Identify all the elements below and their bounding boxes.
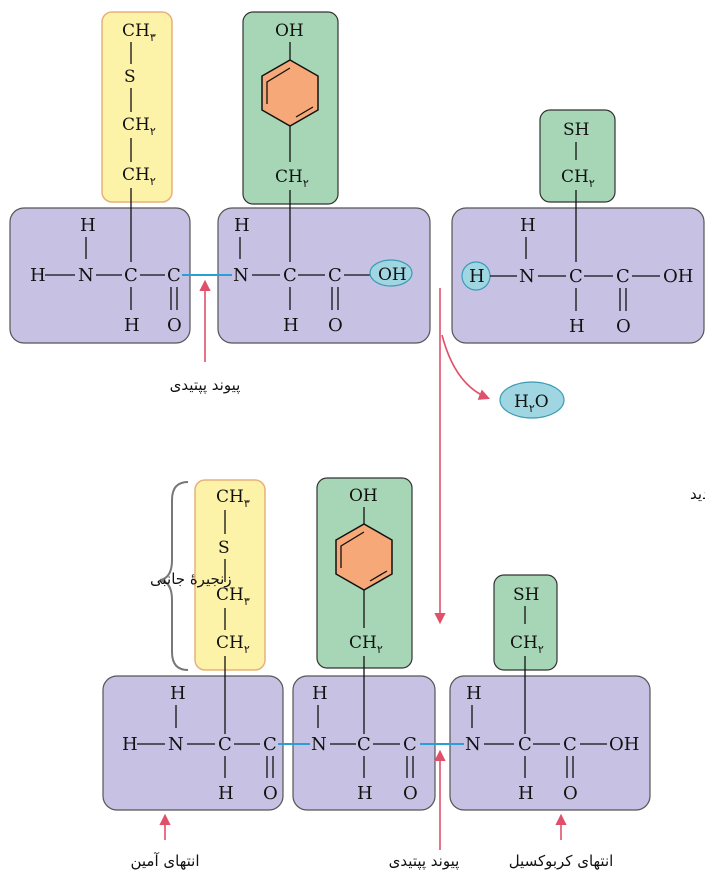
svg-text:C: C <box>167 265 181 286</box>
svg-text:CH۲: CH۲ <box>561 167 595 190</box>
water-label: H۲O <box>514 392 549 415</box>
removed-oh-label: OH <box>378 265 407 285</box>
svg-text:H: H <box>80 215 96 236</box>
peptide-bond-label-top: پیوند پپتیدی <box>170 376 241 395</box>
backbone-2-top: H N C H C O <box>233 215 370 336</box>
svg-text:O: O <box>167 315 182 336</box>
cysteine-side-chain-box <box>539 109 616 203</box>
svg-text:H: H <box>569 316 585 337</box>
svg-text:C: C <box>328 265 342 286</box>
svg-text:CH۲: CH۲ <box>216 633 250 656</box>
side-chain-label: زنجیرهٔ جانبی <box>150 570 232 588</box>
svg-text:SH: SH <box>563 120 589 140</box>
svg-text:OH: OH <box>609 734 639 755</box>
svg-text:H: H <box>122 734 138 755</box>
tyrosine-side-chain-top: OH CH۲ <box>261 21 319 262</box>
removed-oh-group <box>369 259 413 287</box>
svg-text:O: O <box>563 783 578 804</box>
methionine-side-chain-box-bottom <box>194 479 266 671</box>
svg-text:H: H <box>312 683 328 704</box>
backbone-3-top: H H N C H C O OH <box>469 215 693 337</box>
amino-acid-3-backbone-box <box>451 207 705 344</box>
backbone-1-top: H H N C H C O <box>30 215 182 336</box>
backbone-1-bottom: H H N C H C O <box>122 683 278 804</box>
svg-text:OH: OH <box>349 486 378 506</box>
side-chain-brace <box>159 481 189 671</box>
tyrosine-side-chain-bottom: OH CH۲ <box>335 486 393 734</box>
svg-text:SH: SH <box>513 585 539 605</box>
carboxyl-end-label: انتهای کربوکسیل <box>509 852 614 870</box>
new-bond-formation-label: تشکیل پیوند پپتیدی جدید <box>690 485 705 504</box>
svg-text:N: N <box>233 265 249 286</box>
svg-text:CH۲: CH۲ <box>122 165 156 188</box>
svg-text:CH۳: CH۳ <box>122 21 156 44</box>
svg-text:N: N <box>519 266 535 287</box>
svg-text:H: H <box>234 215 250 236</box>
svg-text:CH۲: CH۲ <box>275 167 309 190</box>
svg-text:O: O <box>263 783 278 804</box>
svg-text:C: C <box>403 734 417 755</box>
svg-text:H: H <box>466 683 482 704</box>
svg-text:CH۳: CH۳ <box>216 487 250 510</box>
svg-text:OH: OH <box>663 266 693 287</box>
amine-end-label: انتهای آمین <box>130 852 199 870</box>
svg-text:CH۲: CH۲ <box>122 115 156 138</box>
svg-text:C: C <box>563 734 577 755</box>
svg-text:CH۲: CH۲ <box>510 633 544 656</box>
svg-text:C: C <box>283 265 297 286</box>
svg-text:N: N <box>78 265 94 286</box>
backbone-2-bottom: H N C H C O <box>311 683 418 804</box>
svg-text:H: H <box>469 266 485 287</box>
svg-text:N: N <box>168 734 184 755</box>
svg-text:C: C <box>124 265 138 286</box>
svg-text:H: H <box>124 315 140 336</box>
cysteine-side-chain-top: SH CH۲ <box>561 120 595 262</box>
methionine-side-chain-top: CH۳ S CH۲ CH۲ <box>122 21 156 262</box>
svg-text:C: C <box>263 734 277 755</box>
svg-text:S: S <box>124 67 136 87</box>
water-release-arrow <box>441 334 491 400</box>
svg-text:S: S <box>218 538 230 558</box>
svg-text:OH: OH <box>275 21 304 41</box>
svg-text:H: H <box>170 683 186 704</box>
svg-text:H: H <box>283 315 299 336</box>
svg-text:O: O <box>403 783 418 804</box>
svg-text:H: H <box>30 265 46 286</box>
svg-text:C: C <box>616 266 630 287</box>
svg-text:C: C <box>569 266 583 287</box>
methionine-side-chain-box <box>101 11 173 203</box>
svg-text:O: O <box>616 316 631 337</box>
svg-text:CH۲: CH۲ <box>349 633 383 656</box>
water-molecule <box>499 381 565 419</box>
svg-text:H: H <box>218 783 234 804</box>
svg-text:CH۳: CH۳ <box>216 585 250 608</box>
svg-text:C: C <box>518 734 532 755</box>
svg-text:C: C <box>357 734 371 755</box>
peptide-bond-label-bottom: پیوند پپتیدی <box>389 852 460 871</box>
svg-text:H: H <box>357 783 373 804</box>
backbone-3-bottom: H N C H C O OH <box>465 683 639 804</box>
svg-text:H: H <box>520 215 536 236</box>
svg-text:C: C <box>218 734 232 755</box>
svg-text:H: H <box>518 783 534 804</box>
cysteine-side-chain-bottom: SH CH۲ <box>510 585 544 734</box>
methionine-side-chain-bottom: CH۳ S CH۳ CH۲ <box>216 487 250 734</box>
svg-text:N: N <box>465 734 481 755</box>
svg-text:N: N <box>311 734 327 755</box>
svg-text:O: O <box>328 315 343 336</box>
